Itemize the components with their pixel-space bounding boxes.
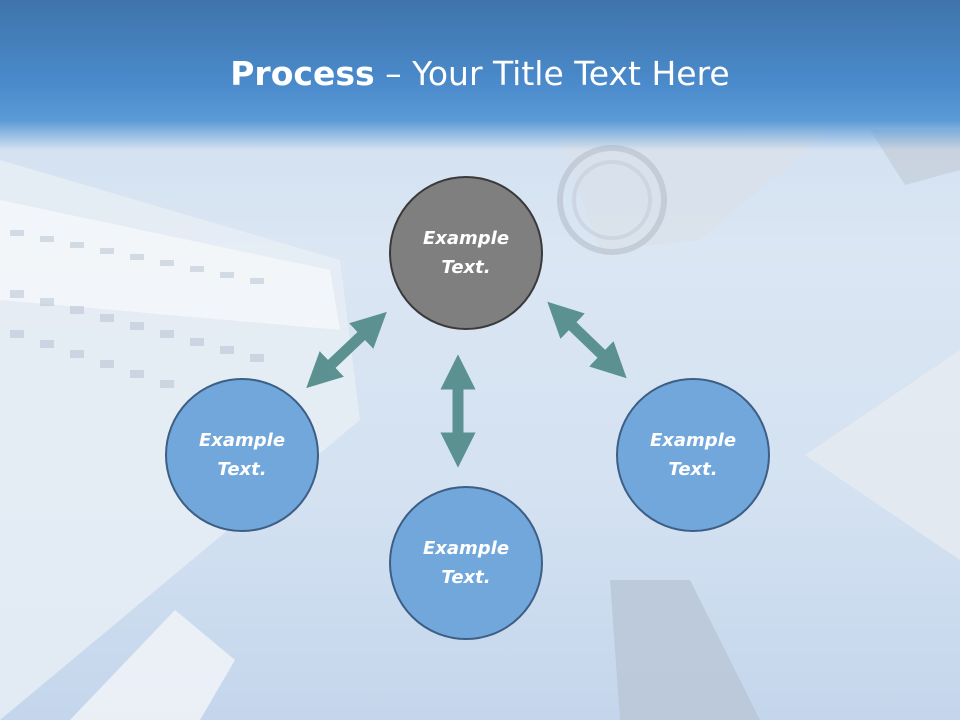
node-label: Example Text. [422, 228, 510, 278]
node-label: Example Text. [422, 538, 510, 588]
title-bar: Process – Your Title Text Here [0, 0, 960, 150]
node-label: Example Text. [198, 430, 286, 480]
arrow-top-right [547, 301, 627, 379]
title-rest: – Your Title Text Here [374, 54, 730, 93]
process-node-bottom: Example Text. [389, 486, 543, 640]
process-node-top: Example Text. [389, 176, 543, 330]
arrow-top-left [306, 311, 387, 389]
process-node-left: Example Text. [165, 378, 319, 532]
process-node-right: Example Text. [616, 378, 770, 532]
title-bold: Process [230, 54, 375, 93]
node-label: Example Text. [649, 430, 737, 480]
slide-title: Process – Your Title Text Here [0, 52, 960, 96]
